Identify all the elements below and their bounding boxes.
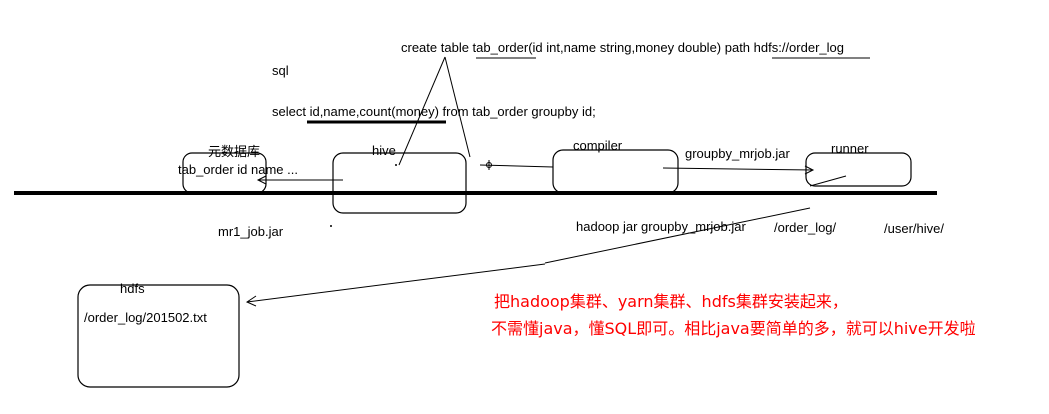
compiler-box (552, 149, 679, 194)
metastore-box (182, 152, 267, 194)
compiler-to-runner-arrow (662, 167, 814, 171)
order-log-path: /order_log/ (774, 220, 837, 235)
hdfs-file-path: /order_log/201502.txt (84, 310, 207, 325)
note-line-2: 不需懂java，懂SQL即可。相比java要简单的多，就可以hive开发啦 (491, 319, 976, 338)
user-hive-path: /user/hive/ (884, 221, 944, 236)
hive-mark-dot (395, 164, 397, 166)
hadoop-jar-command: hadoop jar groupby_mrjob.jar (576, 219, 746, 234)
hive-box (332, 152, 467, 214)
hive-title: hive (372, 143, 396, 158)
runner-box (805, 152, 912, 187)
runner-title: runner (831, 141, 869, 156)
metastore-content: tab_order id name ... (178, 162, 298, 177)
hadoop-to-hdfs-arrowhead (245, 295, 257, 307)
create-to-hive-line-right (444, 56, 471, 158)
hadoop-to-hdfs-arrow (246, 263, 546, 303)
create-to-hive-line-left (398, 56, 446, 166)
sql-label: sql (272, 63, 289, 78)
note-line-1: 把hadoop集群、yarn集群、hdfs集群安装起来， (494, 292, 848, 311)
runner-to-hadoop-line (544, 207, 811, 264)
create-table-statement: create table tab_order(id int,name strin… (401, 40, 844, 55)
metastore-title: 元数据库 (208, 144, 260, 159)
groupby-jar-label: groupby_mrjob.jar (685, 146, 790, 161)
select-statement: select id,name,count(money) from tab_ord… (272, 104, 596, 119)
runner-descender (809, 175, 847, 187)
hive-to-metastore-arrowhead (256, 175, 267, 185)
mr1-jar-label: mr1_job.jar (218, 224, 284, 239)
hdfs-title: hdfs (120, 281, 145, 296)
cursor-dot (330, 225, 332, 227)
hdfs-box (77, 284, 240, 388)
compiler-title: compiler (573, 138, 623, 153)
hive-to-compiler-line (479, 164, 554, 168)
compiler-to-runner-arrowhead (804, 165, 815, 175)
hive-connector-node (486, 162, 492, 168)
